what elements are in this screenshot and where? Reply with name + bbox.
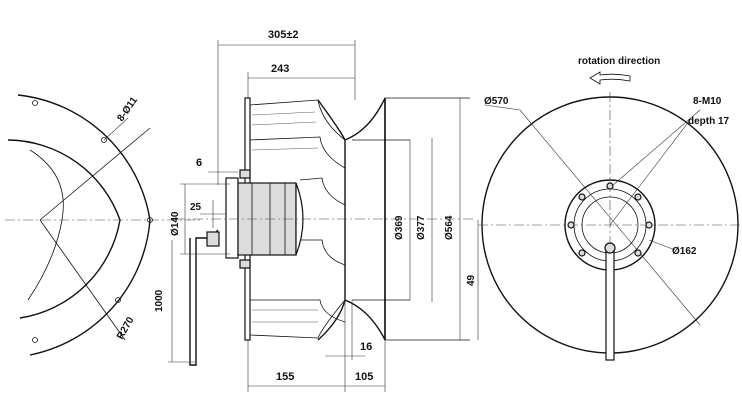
hub-bolt bbox=[634, 249, 642, 257]
left-radial-line bbox=[39, 219, 126, 341]
dim-1000-label: 1000 bbox=[154, 289, 165, 312]
dia-162-label: Ø162 bbox=[672, 246, 697, 257]
impeller-blade bbox=[299, 177, 346, 206]
cable-gland bbox=[206, 231, 220, 247]
front-diag-1 bbox=[519, 109, 701, 326]
motor-flange bbox=[225, 177, 239, 259]
dim-243-label: 243 bbox=[271, 63, 289, 75]
cable bbox=[189, 229, 219, 366]
dim-564-label: Ø564 bbox=[444, 215, 455, 240]
hub-bolt bbox=[578, 249, 586, 257]
impeller-blade bbox=[300, 239, 346, 266]
m10-label: 8-M10 bbox=[693, 96, 722, 107]
impeller-blade bbox=[249, 136, 346, 169]
left-mount-hole bbox=[101, 137, 107, 143]
front-diag-2 bbox=[609, 119, 691, 226]
front-view: rotation direction Ø570 8-M10 depth 17 Ø… bbox=[478, 56, 742, 361]
dim-105-label: 105 bbox=[355, 371, 373, 383]
dim-377-label: Ø377 bbox=[416, 215, 427, 240]
hub-bolt bbox=[578, 193, 586, 201]
impeller-blade bbox=[249, 299, 346, 339]
impeller-blade bbox=[249, 99, 346, 141]
left-inner-cut bbox=[27, 149, 64, 301]
dim-49-label: 49 bbox=[466, 274, 477, 286]
dia-570-leader bbox=[484, 104, 521, 111]
motor-bolt-top bbox=[239, 169, 251, 179]
dim-305-label: 305±2 bbox=[268, 29, 299, 41]
m10-leader bbox=[611, 109, 701, 187]
left-radius-label: R270 bbox=[115, 315, 137, 342]
blade-shade bbox=[251, 111, 319, 323]
side-view: 305±2 243 Ø369 Ø377 Ø564 bbox=[154, 29, 479, 392]
left-mount-hole bbox=[115, 297, 121, 303]
dim-140-label: Ø140 bbox=[170, 211, 181, 236]
front-cable bbox=[605, 244, 615, 361]
left-mount-hole bbox=[147, 217, 153, 223]
hub-bolt bbox=[567, 221, 575, 229]
left-outer-arc bbox=[17, 94, 151, 356]
dim-155-label: 155 bbox=[276, 371, 294, 383]
motor-bolt-bottom bbox=[239, 259, 251, 269]
hub-bolt bbox=[606, 182, 614, 190]
left-hole-leader bbox=[103, 117, 129, 141]
inlet-shroud bbox=[317, 99, 346, 341]
impeller-blade bbox=[250, 299, 346, 323]
dim-369-label: Ø369 bbox=[394, 215, 405, 240]
left-mount-holes-label: 8-Ø11 bbox=[115, 95, 140, 124]
left-mount-hole bbox=[32, 100, 38, 106]
dim-16-label: 16 bbox=[360, 341, 372, 353]
front-cable-gland bbox=[604, 242, 616, 254]
hub-bolt bbox=[634, 193, 642, 201]
rotation-arrow-icon bbox=[589, 71, 631, 85]
rotation-label: rotation direction bbox=[578, 56, 660, 67]
motor-cap bbox=[295, 182, 304, 256]
dim-25-label: 25 bbox=[190, 202, 202, 213]
left-mount-hole bbox=[32, 337, 38, 343]
dim-6-label: 6 bbox=[196, 157, 202, 169]
dia-162-leader bbox=[648, 239, 676, 251]
dia-570-label: Ø570 bbox=[484, 96, 509, 107]
left-radial-line-2 bbox=[39, 127, 151, 221]
m10-depth-label: depth 17 bbox=[688, 116, 730, 127]
hub-bolt bbox=[645, 221, 653, 229]
